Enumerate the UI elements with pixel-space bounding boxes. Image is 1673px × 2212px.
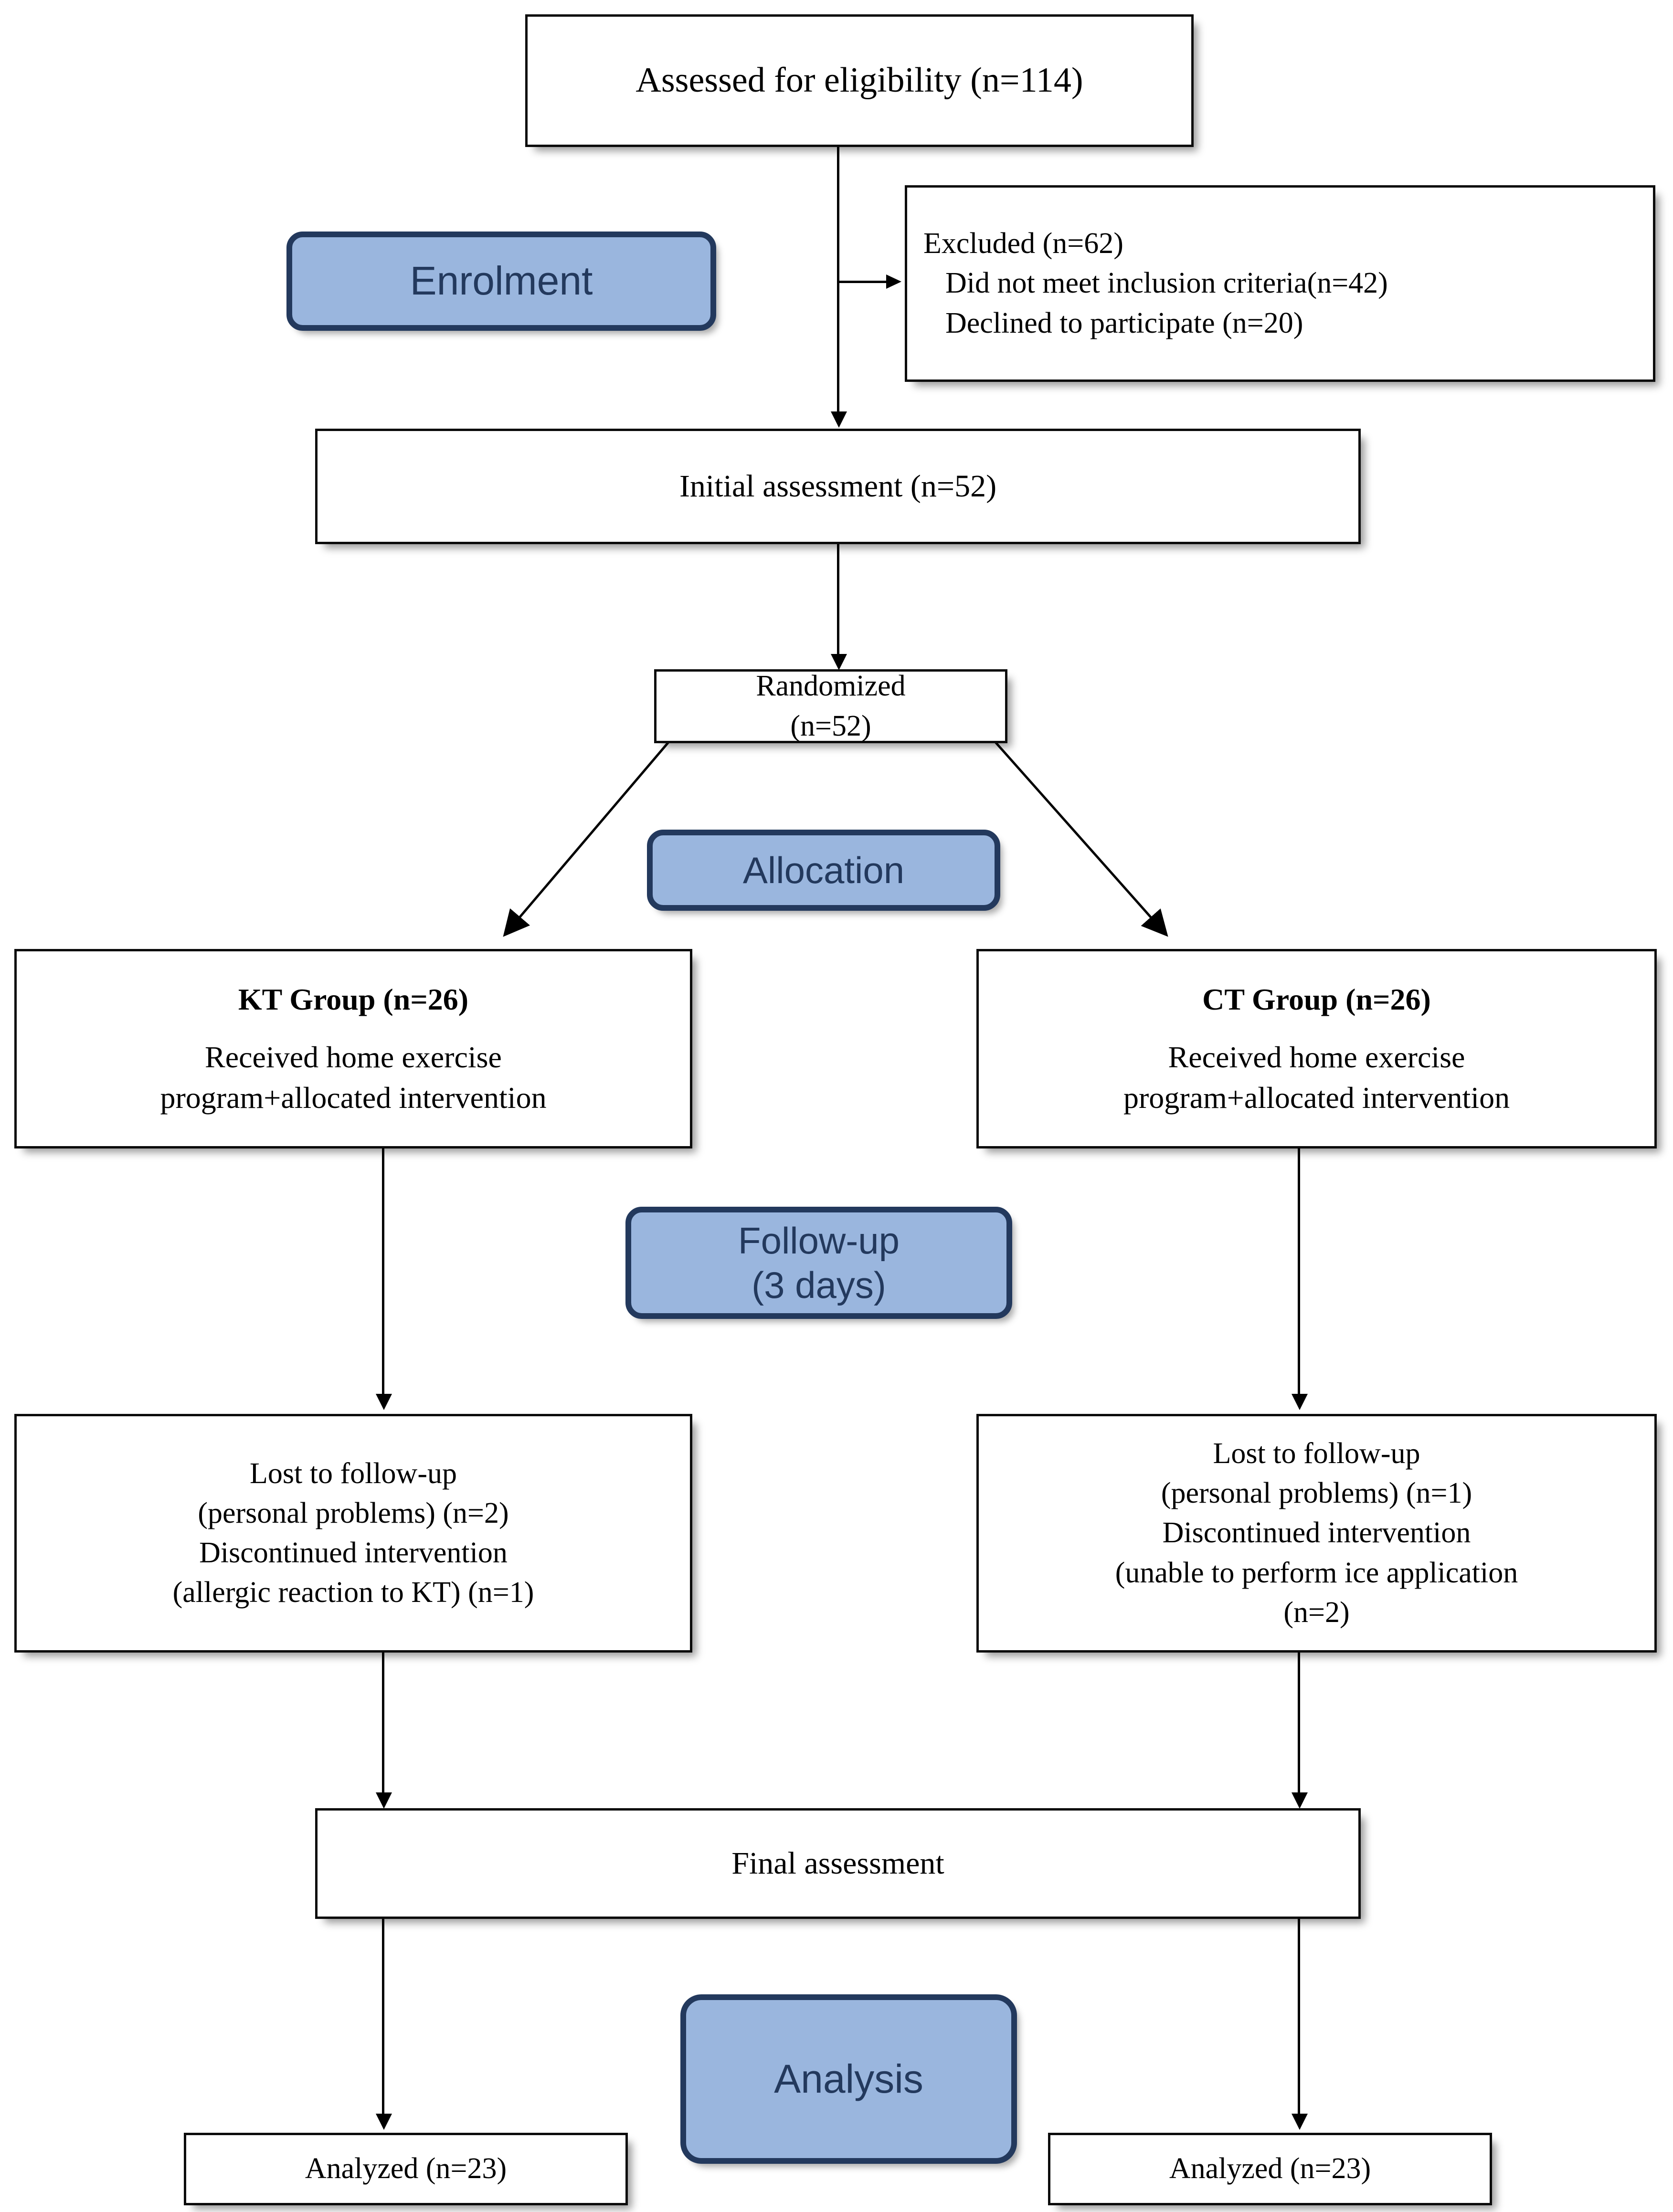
excluded-criteria: Did not meet inclusion criteria(n=42)	[945, 267, 1388, 300]
kt-group-title: KT Group (n=26)	[238, 982, 469, 1016]
ct-analyzed-label: Analyzed (n=23)	[1169, 2152, 1371, 2185]
node-kt-lost-to-followup: Lost to follow-up (personal problems) (n…	[14, 1414, 692, 1653]
arrow-ct-lost-to-final	[1292, 1792, 1308, 1809]
node-final-assessment: Final assessment	[315, 1808, 1361, 1919]
kt-lost-line2: (personal problems) (n=2)	[198, 1496, 509, 1529]
arrow-ct-group-to-ct-lost	[1292, 1394, 1308, 1410]
kt-group-line1: Received home exercise	[205, 1040, 502, 1074]
connector-ct-group-to-ct-lost	[1298, 1148, 1300, 1397]
connector-initial-to-randomized	[837, 544, 839, 656]
node-randomized: Randomized (n=52)	[654, 669, 1007, 743]
node-ct-analyzed: Analyzed (n=23)	[1048, 2133, 1492, 2205]
ct-lost-line1: Lost to follow-up	[1213, 1437, 1420, 1470]
ct-group-line2: program+allocated intervention	[1123, 1081, 1510, 1115]
kt-analyzed-label: Analyzed (n=23)	[305, 2152, 507, 2185]
initial-assessment-label: Initial assessment (n=52)	[679, 468, 997, 504]
node-ct-group: CT Group (n=26) Received home exercise p…	[976, 949, 1657, 1148]
node-kt-analyzed: Analyzed (n=23)	[184, 2133, 628, 2205]
arrow-assessed-to-initial	[831, 411, 847, 428]
kt-lost-line4: (allergic reaction to KT) (n=1)	[172, 1576, 534, 1609]
ct-group-line1: Received home exercise	[1168, 1040, 1465, 1074]
ct-lost-line2: (personal problems) (n=1)	[1161, 1477, 1472, 1510]
connector-kt-group-to-kt-lost	[382, 1148, 384, 1397]
arrow-final-to-ct-analyzed	[1292, 2114, 1308, 2130]
followup-label-line1: Follow-up	[738, 1220, 900, 1262]
arrow-initial-to-randomized	[831, 654, 847, 670]
stage-badge-allocation: Allocation	[647, 830, 1000, 911]
kt-lost-line3: Discontinued intervention	[199, 1537, 508, 1569]
stage-badge-enrolment: Enrolment	[286, 232, 716, 331]
ct-lost-line4: (unable to perform ice application	[1115, 1556, 1518, 1589]
arrow-assessed-to-excluded	[886, 274, 901, 289]
stage-badge-followup: Follow-up (3 days)	[625, 1207, 1012, 1319]
connector-assessed-to-initial	[837, 147, 839, 414]
connector-final-to-ct-analyzed	[1298, 1919, 1300, 2117]
analysis-label: Analysis	[774, 2056, 923, 2101]
connector-final-to-kt-analyzed	[382, 1919, 384, 2117]
excluded-total: Excluded (n=62)	[923, 227, 1123, 260]
ct-group-title: CT Group (n=26)	[1202, 982, 1431, 1016]
node-initial-assessment: Initial assessment (n=52)	[315, 429, 1361, 544]
node-kt-group: KT Group (n=26) Received home exercise p…	[14, 949, 692, 1148]
arrow-final-to-kt-analyzed	[376, 2114, 392, 2130]
randomized-count: (n=52)	[790, 709, 871, 742]
stage-badge-analysis: Analysis	[680, 1994, 1017, 2164]
excluded-declined: Declined to participate (n=20)	[945, 306, 1303, 339]
enrolment-label: Enrolment	[410, 258, 593, 304]
randomized-label: Randomized	[756, 670, 906, 703]
node-ct-lost-to-followup: Lost to follow-up (personal problems) (n…	[976, 1414, 1657, 1653]
final-assessment-label: Final assessment	[731, 1845, 944, 1881]
connector-ct-lost-to-final	[1298, 1653, 1300, 1796]
ct-lost-line5: (n=2)	[1283, 1596, 1350, 1629]
allocation-label: Allocation	[742, 849, 905, 891]
node-excluded: Excluded (n=62) Did not meet inclusion c…	[905, 185, 1655, 382]
connector-randomized-split	[503, 741, 1168, 937]
assessed-label: Assessed for eligibility (n=114)	[635, 61, 1083, 100]
kt-lost-line1: Lost to follow-up	[250, 1457, 457, 1490]
arrow-kt-group-to-kt-lost	[376, 1394, 392, 1410]
connector-kt-lost-to-final	[382, 1653, 384, 1796]
connector-assessed-to-excluded	[839, 281, 887, 283]
followup-label-line2: (3 days)	[752, 1264, 886, 1306]
kt-group-line2: program+allocated intervention	[160, 1081, 547, 1115]
node-assessed-for-eligibility: Assessed for eligibility (n=114)	[525, 14, 1194, 147]
ct-lost-line3: Discontinued intervention	[1162, 1517, 1471, 1549]
arrow-kt-lost-to-final	[376, 1792, 392, 1809]
